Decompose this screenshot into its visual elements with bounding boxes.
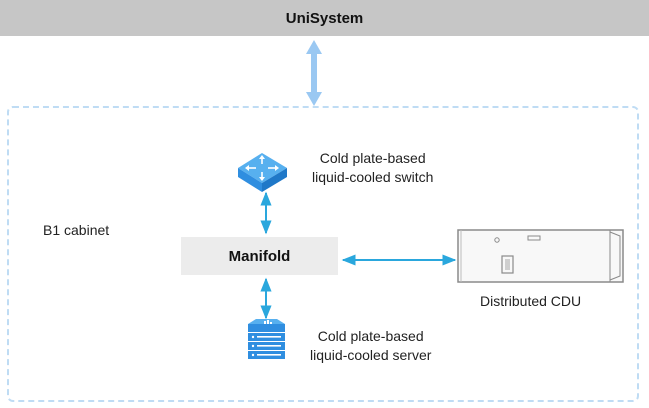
switch-label-line2: liquid-cooled switch xyxy=(312,169,434,185)
b1-cabinet-boundary xyxy=(7,106,639,402)
switch-label: Cold plate-based liquid-cooled switch xyxy=(312,149,433,187)
cabinet-label: B1 cabinet xyxy=(43,222,110,238)
switch-label-line1: Cold plate-based xyxy=(319,150,426,166)
server-label: Cold plate-based liquid-cooled server xyxy=(310,327,431,365)
manifold-box: Manifold xyxy=(181,237,338,275)
manifold-label: Manifold xyxy=(228,247,291,265)
server-label-line1: Cold plate-based xyxy=(317,328,424,344)
unisystem-bar: UniSystem xyxy=(0,0,649,36)
unisystem-title: UniSystem xyxy=(285,9,364,27)
unisystem-link-arrow xyxy=(306,40,322,106)
server-label-line2: liquid-cooled server xyxy=(310,347,432,363)
cdu-label: Distributed CDU xyxy=(480,293,582,309)
switch-icon xyxy=(238,153,287,192)
cdu-icon xyxy=(457,229,624,283)
server-icon xyxy=(248,319,285,359)
